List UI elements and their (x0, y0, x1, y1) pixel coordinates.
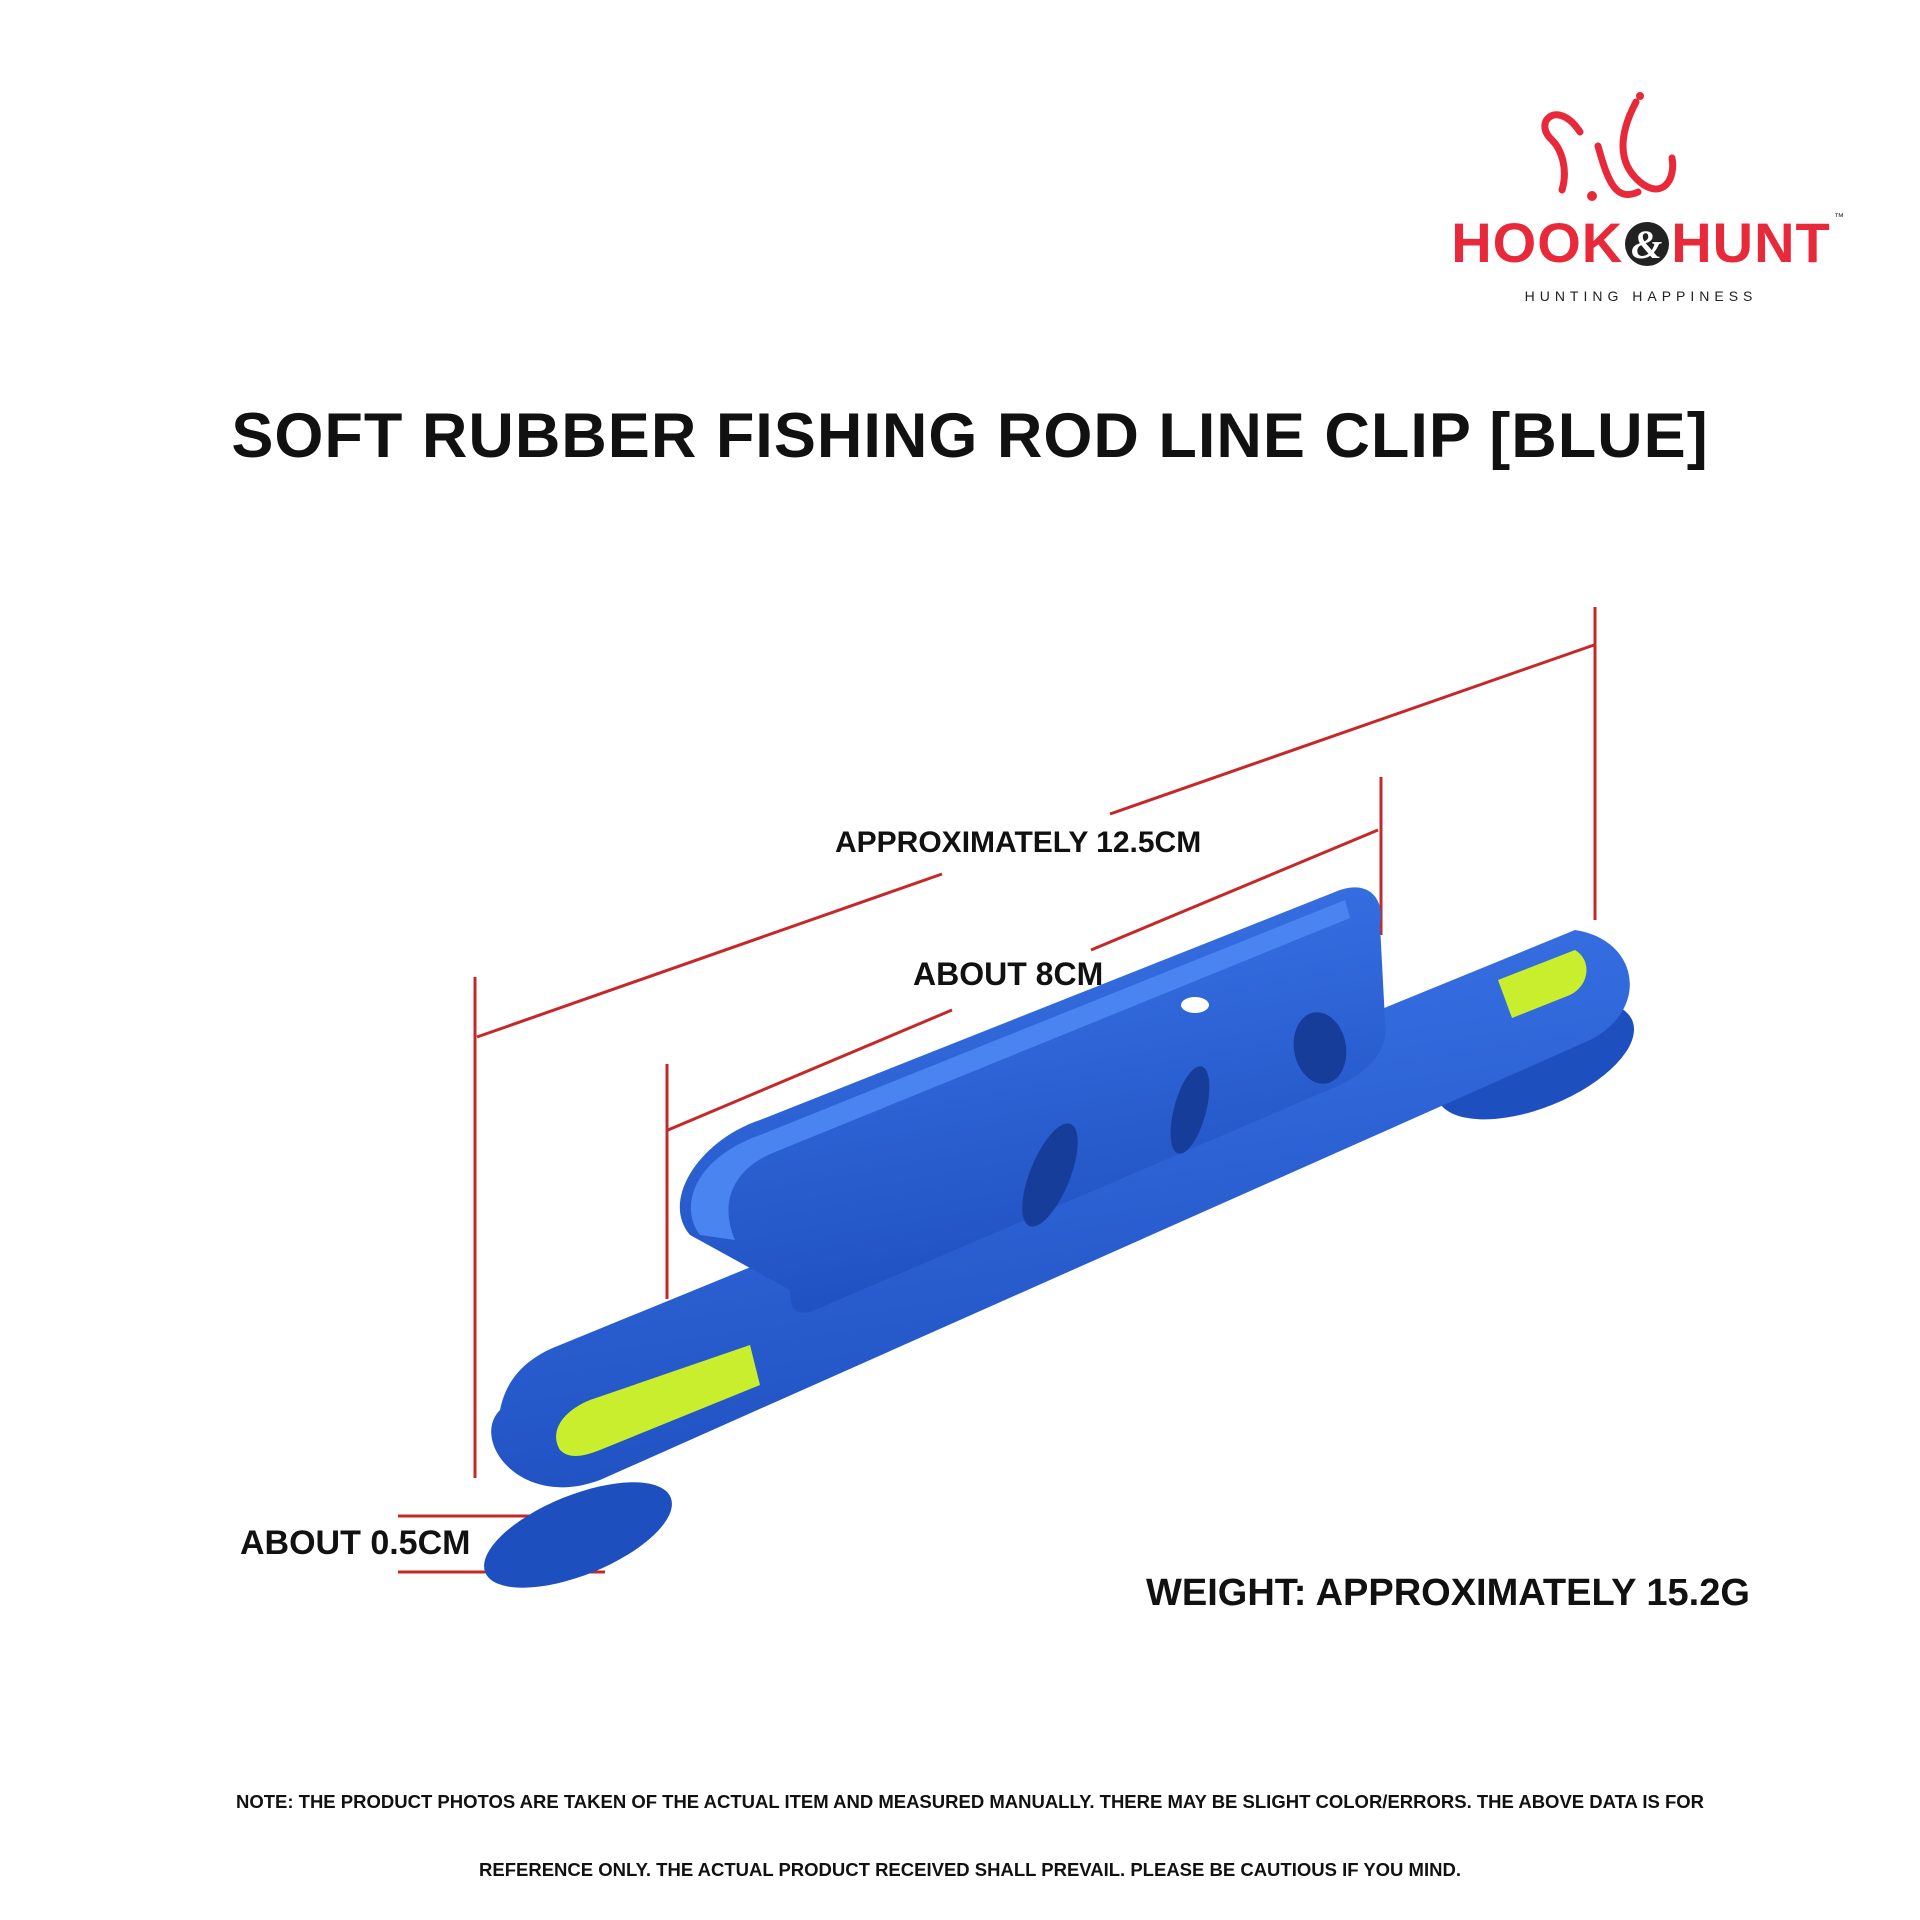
brand-tagline: HUNTING HAPPINESS (1524, 288, 1758, 304)
hook-dot-icon (1587, 191, 1597, 201)
clip-body (679, 887, 1386, 1313)
clip-gap (1181, 997, 1209, 1013)
disclaimer-note: NOTE: THE PRODUCT PHOTOS ARE TAKEN OF TH… (235, 1791, 1705, 1880)
brand-logo: HOOK&HUNT ™ HUNTING HAPPINESS (1440, 92, 1860, 312)
total-length-label: APPROXIMATELY 12.5CM (835, 826, 1202, 859)
dim-8-line-right (1090, 828, 1379, 952)
right-glow-insert (1498, 950, 1587, 1018)
clip-length-label: ABOUT 8CM (913, 956, 1104, 992)
dim-125-line-left (476, 872, 943, 1039)
dimension-lines (398, 607, 1597, 1574)
clip-slot-3 (1293, 1012, 1347, 1084)
dim-8-line-left (667, 1008, 953, 1132)
line-clip-product (484, 887, 1635, 1588)
left-base-pad (484, 1482, 672, 1588)
weight-label: WEIGHT: APPROXIMATELY 15.2G (1146, 1572, 1750, 1614)
trademark-symbol: ™ (1834, 212, 1844, 223)
hook-monogram-icon (1541, 92, 1677, 201)
clip-slot-1 (1022, 1123, 1078, 1227)
thickness-label: ABOUT 0.5CM (240, 1524, 471, 1562)
clip-slot-2 (1170, 1066, 1210, 1154)
brand-wordmark: HOOK&HUNT (1451, 211, 1831, 274)
product-title: SOFT RUBBER FISHING ROD LINE CLIP [BLUE] (231, 401, 1709, 471)
left-glow-insert (556, 1345, 760, 1456)
clip-lip-highlight (690, 900, 1350, 1240)
ampersand-badge: & (1625, 222, 1670, 267)
dim-125-line-right (1109, 643, 1595, 816)
